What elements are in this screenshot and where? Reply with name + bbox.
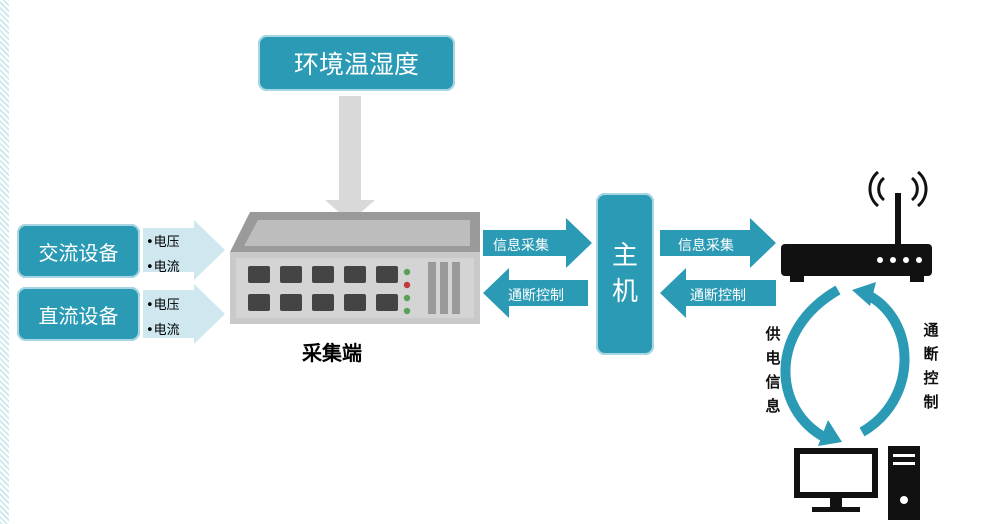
ac-pale-arrow bbox=[143, 220, 225, 280]
computer-icon bbox=[794, 446, 920, 520]
dc-pale-arrow bbox=[143, 284, 225, 344]
control-label: 通 断 控 制 bbox=[921, 318, 941, 414]
dc-voltage-label: •电压 bbox=[146, 298, 180, 313]
dc-current-label: •电流 bbox=[146, 323, 180, 338]
power-info-char-1: 供 bbox=[765, 325, 781, 343]
control-arrow-1-label: 通断控制 bbox=[508, 288, 564, 304]
control-curved-arrow bbox=[859, 289, 910, 437]
dc-equipment-label: 直流设备 bbox=[38, 303, 119, 328]
control-arrow-2-label: 通断控制 bbox=[690, 288, 746, 304]
power-info-label: 供 电 信 息 bbox=[763, 322, 783, 418]
collect-arrow-1-label: 信息采集 bbox=[493, 238, 549, 254]
host-box: 主 机 bbox=[596, 193, 654, 355]
collect-arrow-2-label: 信息采集 bbox=[678, 238, 734, 254]
control-char-1: 通 bbox=[923, 321, 939, 339]
host-char-1: 主 bbox=[611, 241, 638, 271]
host-char-2: 机 bbox=[611, 277, 638, 307]
collector-label: 采集端 bbox=[302, 341, 362, 365]
ac-equipment-box: 交流设备 bbox=[17, 224, 140, 278]
collector-device-icon bbox=[230, 212, 480, 324]
control-char-4: 制 bbox=[923, 393, 939, 411]
environment-box-label: 环境温湿度 bbox=[293, 50, 419, 79]
collect-arrow-2 bbox=[660, 218, 776, 268]
ac-voltage-label: •电压 bbox=[146, 235, 180, 250]
dc-equipment-box: 直流设备 bbox=[17, 287, 140, 341]
control-char-3: 控 bbox=[923, 369, 939, 387]
power-info-char-4: 息 bbox=[765, 397, 781, 415]
env-down-arrow bbox=[325, 96, 375, 222]
power-info-char-2: 电 bbox=[765, 349, 781, 367]
page-edge-decoration bbox=[0, 0, 9, 524]
power-info-char-3: 信 bbox=[765, 373, 781, 391]
control-arrow-2 bbox=[660, 268, 776, 318]
control-arrow-1 bbox=[483, 268, 588, 318]
environment-box: 环境温湿度 bbox=[258, 35, 455, 91]
collect-arrow-1 bbox=[483, 218, 592, 268]
power-info-curved-arrow bbox=[780, 285, 841, 443]
control-char-2: 断 bbox=[923, 345, 939, 363]
ac-current-label: •电流 bbox=[146, 260, 180, 275]
router-icon bbox=[781, 170, 932, 282]
ac-equipment-label: 交流设备 bbox=[38, 240, 119, 265]
